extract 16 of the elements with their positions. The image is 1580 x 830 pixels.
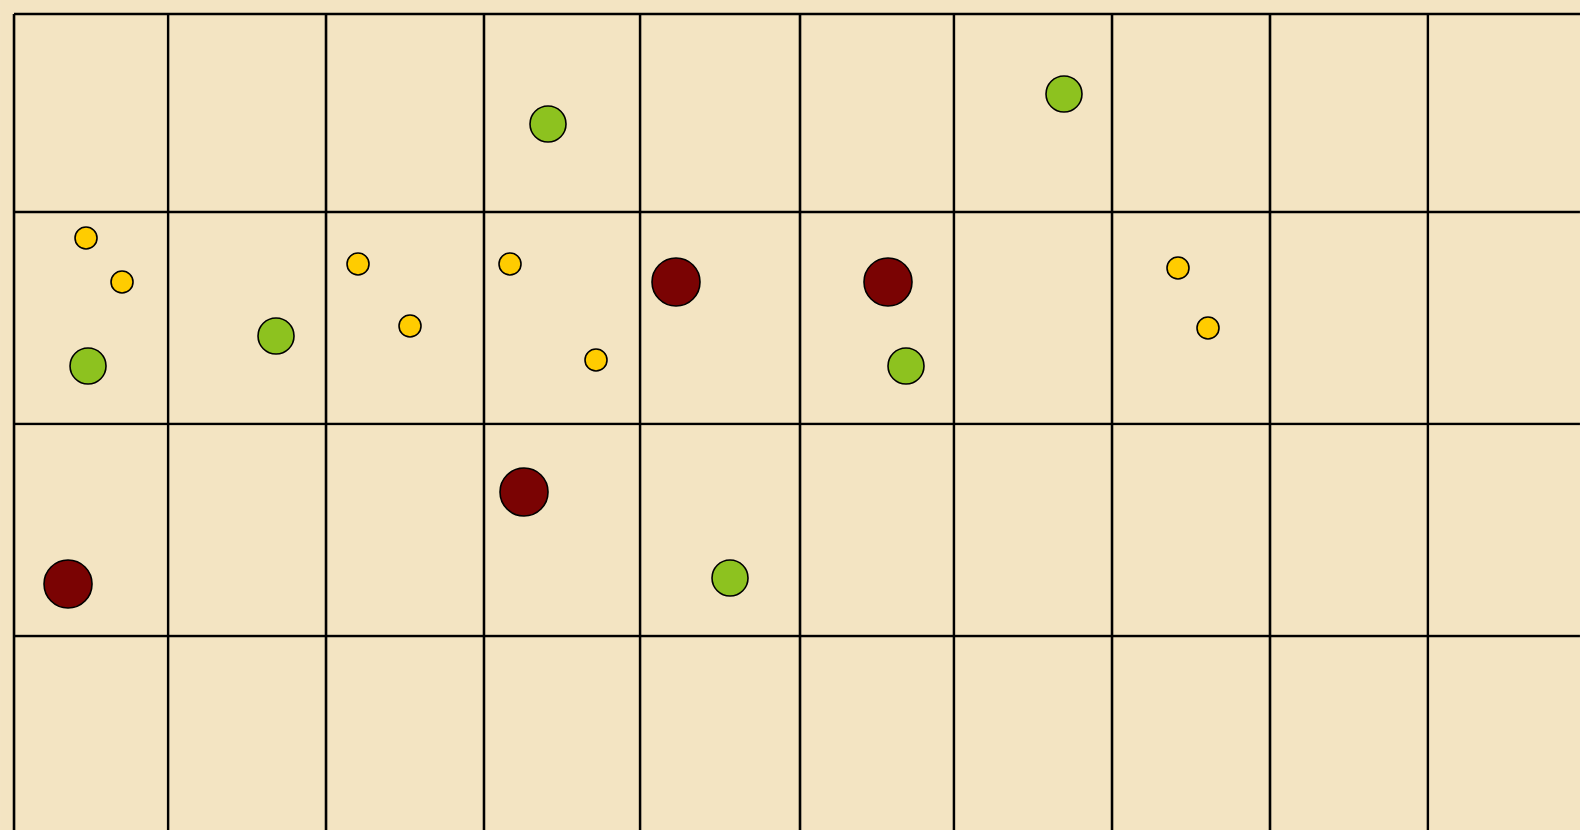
medium-dot — [887, 347, 925, 385]
large-dot — [863, 257, 913, 307]
small-dot — [346, 252, 370, 276]
medium-dot — [711, 559, 749, 597]
small-dot — [584, 348, 608, 372]
large-dot — [43, 559, 93, 609]
medium-dot — [1045, 75, 1083, 113]
medium-dot — [257, 317, 295, 355]
small-dot — [1196, 316, 1220, 340]
small-dot — [498, 252, 522, 276]
large-dot — [651, 257, 701, 307]
large-dot — [499, 467, 549, 517]
small-dot — [110, 270, 134, 294]
medium-dot — [529, 105, 567, 143]
medium-dot — [69, 347, 107, 385]
small-dot — [398, 314, 422, 338]
